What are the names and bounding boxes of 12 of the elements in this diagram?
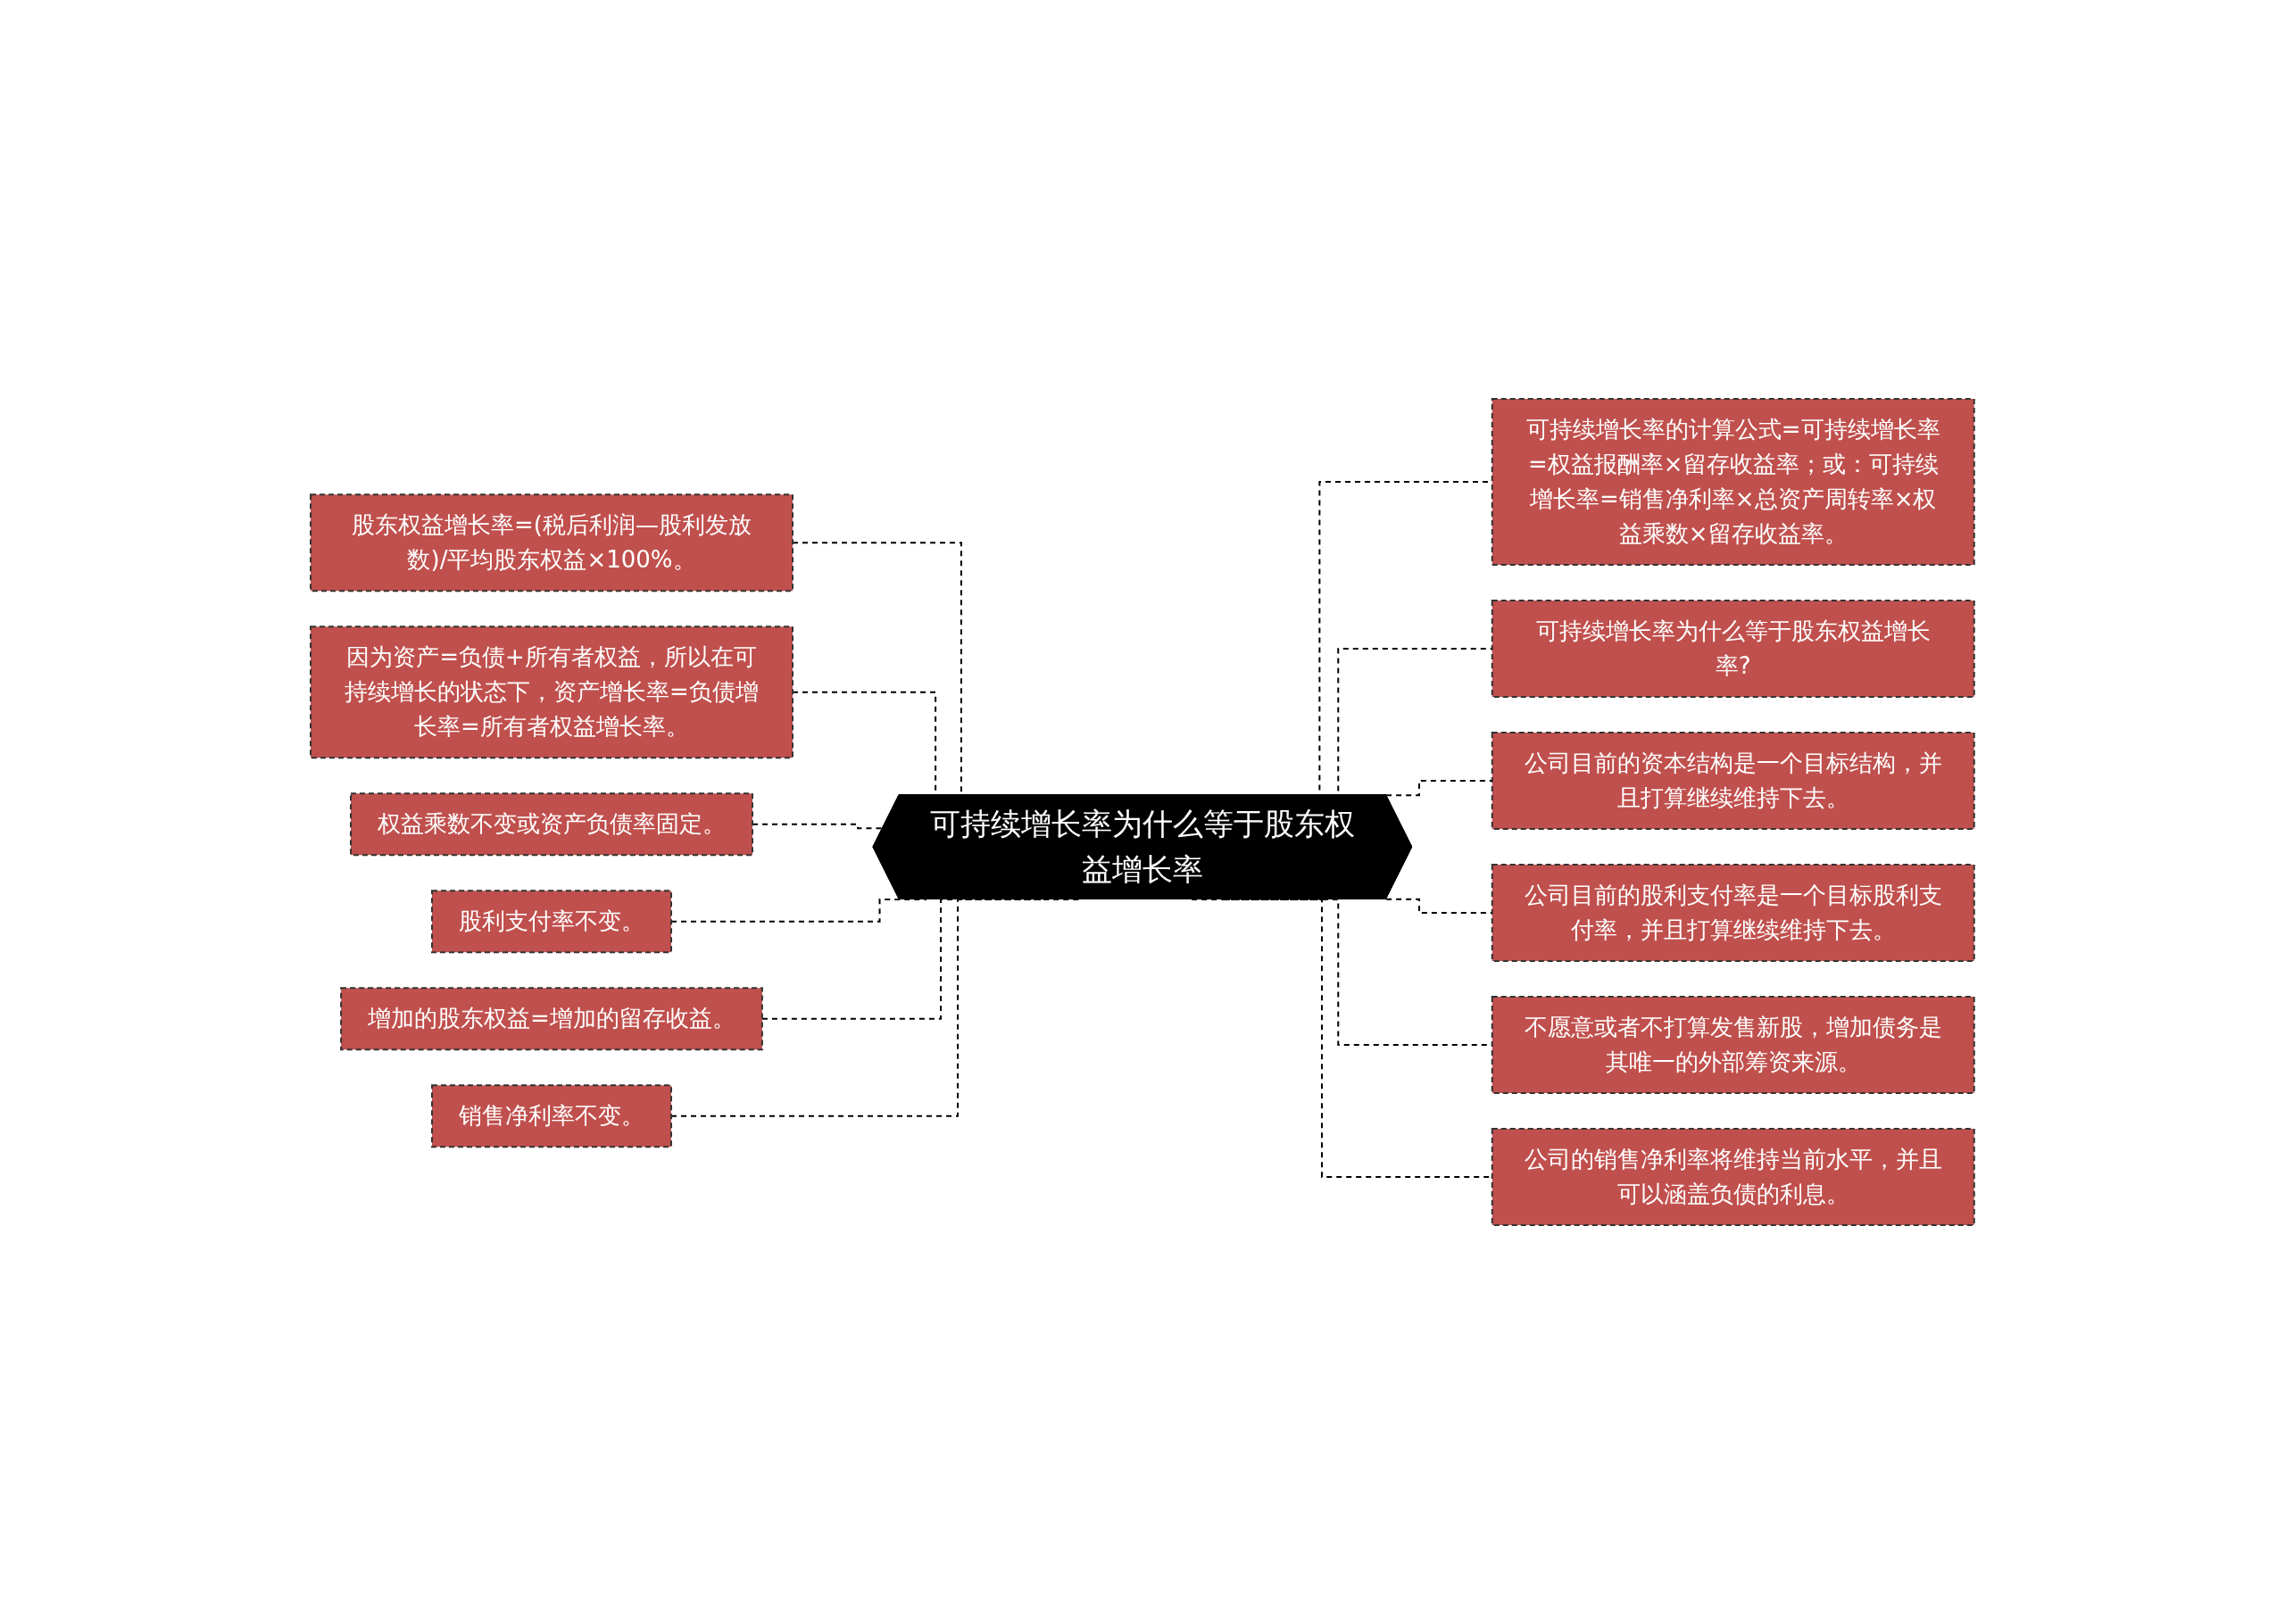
node-box: 可持续增长率为什么等于股东权益增长率? <box>1491 600 1975 698</box>
node-box: 股利支付率不变。 <box>431 890 673 954</box>
node-box: 公司目前的资本结构是一个目标结构，并且打算继续维持下去。 <box>1491 732 1975 830</box>
node-box: 因为资产=负债+所有者权益，所以在可持续增长的状态下，资产增长率=负债增长率=所有者权益增长率。 <box>310 626 794 759</box>
node-box: 销售净利率不变。 <box>431 1084 673 1148</box>
node-box: 增加的股东权益=增加的留存收益。 <box>340 987 763 1051</box>
node-box: 权益乘数不变或资产负债率固定。 <box>350 792 754 857</box>
node-box: 不愿意或者不打算发售新股，增加债务是其唯一的外部筹资来源。 <box>1491 996 1975 1094</box>
node-box: 公司目前的股利支付率是一个目标股利支付率，并且打算继续维持下去。 <box>1491 864 1975 962</box>
node-box: 公司的销售净利率将维持当前水平，并且可以涵盖负债的利息。 <box>1491 1128 1975 1226</box>
node-box: 可持续增长率的计算公式=可持续增长率=权益报酬率×留存收益率；或：可持续增长率=销售净利率×总资产周转率×权益乘数×留存收益率。 <box>1491 398 1975 566</box>
node-box: 股东权益增长率=(税后利润—股利发放数)/平均股东权益×100%。 <box>310 493 794 592</box>
